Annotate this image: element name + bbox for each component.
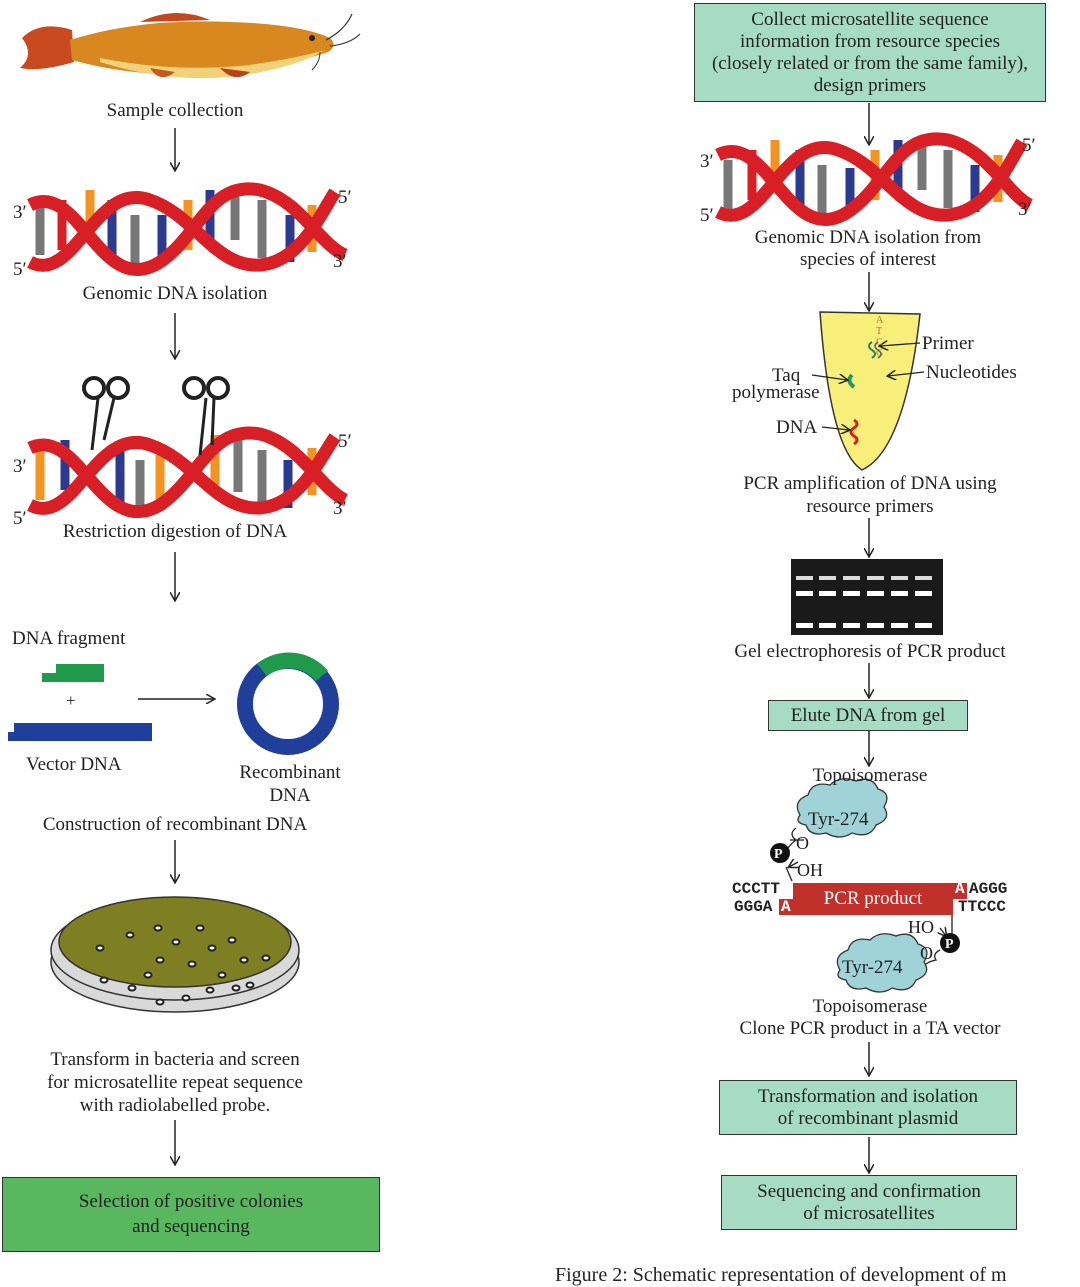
nucleotides-label: Nucleotides	[926, 362, 1017, 383]
gel-label: Gel electrophoresis of PCR product	[734, 641, 1006, 662]
taq-label-line1: Taq	[772, 365, 801, 386]
three-prime-label: 3′	[333, 498, 347, 519]
genomic-species-label-line2: species of interest	[799, 249, 937, 270]
three-prime-label: 3′	[333, 251, 347, 272]
collect-label-line2: information from resource species	[739, 30, 1001, 52]
ho-label: HO	[908, 917, 934, 937]
overhang-a-left: A	[781, 898, 791, 916]
tyr-bottom-label: Tyr-274	[842, 957, 903, 978]
topoisomerase-bottom-label: Topoisomerase	[812, 996, 928, 1017]
three-prime-label: 3′	[13, 456, 27, 477]
elute-box: Elute DNA from gel	[768, 700, 968, 731]
catfish-image	[20, 12, 361, 79]
transformation-label-line1: Transformation and isolation	[758, 1085, 978, 1107]
oxygen-top-label: O	[796, 833, 809, 853]
five-prime-label: 5′	[700, 205, 714, 226]
nucleotide-letter: G	[876, 348, 884, 359]
recombinant-label-line1: Recombinant	[239, 762, 341, 783]
five-prime-label: 5′	[338, 187, 352, 208]
nucleotide-letter: C	[876, 337, 883, 348]
topoisomerase-bottom-cloud	[836, 915, 960, 993]
genomic-species-label-line1: Genomic DNA isolation from	[754, 227, 982, 248]
transform-label-line1: Transform in bacteria and screen	[50, 1049, 300, 1070]
taq-label-line2: polymerase	[732, 382, 820, 403]
selection-box: Selection of positive colonies and seque…	[2, 1177, 380, 1252]
sequence-left-bottom: GGGA	[734, 898, 773, 916]
collect-label-line1: Collect microsatellite sequence	[751, 8, 989, 30]
pcr-product-bar	[779, 883, 967, 915]
sequence-right-top: AGGG	[969, 880, 1008, 898]
primer-label: Primer	[922, 333, 974, 354]
gel-electrophoresis-image	[791, 559, 943, 635]
vector-dna-graphic	[8, 723, 152, 741]
collect-label-line4: design primers	[813, 74, 927, 96]
pcr-tube-graphic	[811, 311, 925, 471]
sequencing-label-line2: of microsatellites	[803, 1202, 935, 1224]
recombinant-label-line2: DNA	[269, 785, 311, 806]
pcr-product-label: PCR product	[823, 888, 923, 909]
nucleotide-letter: A	[876, 315, 884, 326]
nucleotide-letter: T	[876, 326, 883, 337]
dna-helix-genomic	[27, 182, 348, 276]
oxygen-bottom-label: O	[920, 943, 933, 963]
restriction-digestion-label: Restriction digestion of DNA	[62, 521, 288, 542]
dna-helix-restriction	[27, 426, 349, 519]
dna-fragment-label: DNA fragment	[12, 628, 126, 649]
sequence-right-bottom: TTCCC	[958, 898, 1007, 916]
sequence-left-top: CCCTT	[732, 880, 781, 898]
three-prime-label: 3′	[13, 202, 27, 223]
vector-dna-label: Vector DNA	[26, 754, 122, 775]
five-prime-label: 5′	[338, 431, 352, 452]
plus-sign: +	[66, 691, 76, 710]
construction-label: Construction of recombinant DNA	[42, 814, 308, 835]
selection-label-line1: Selection of positive colonies	[78, 1191, 304, 1212]
dna-helix-species	[715, 132, 1034, 226]
five-prime-label: 5′	[13, 259, 27, 280]
sequencing-label-line1: Sequencing and confirmation	[757, 1180, 981, 1202]
sample-collection-label: Sample collection	[106, 100, 244, 121]
scissors-icon	[82, 376, 130, 451]
scissors-icon	[182, 376, 230, 456]
collect-label-line3: (closely related or from the same family…	[711, 52, 1028, 74]
clone-label: Clone PCR product in a TA vector	[739, 1018, 1001, 1039]
sequencing-box: Sequencing and confirmation of microsate…	[721, 1175, 1017, 1230]
overhang-a-right: A	[955, 880, 965, 898]
pcr-label-line2: resource primers	[806, 496, 934, 517]
genomic-dna-label: Genomic DNA isolation	[82, 283, 268, 304]
phosphate-bottom-label: P	[945, 937, 954, 952]
phosphate-top-label: P	[774, 847, 783, 862]
figure-caption: Figure 2: Schematic representation of de…	[555, 1264, 1007, 1286]
dna-label: DNA	[776, 417, 818, 438]
transform-label-line2: for microsatellite repeat sequence	[47, 1072, 303, 1093]
dna-fragment-graphic	[42, 664, 104, 682]
transformation-box: Transformation and isolation of recombin…	[719, 1080, 1017, 1135]
transform-label-line3: with radiolabelled probe.	[79, 1095, 271, 1116]
five-prime-label: 5′	[13, 508, 27, 529]
topoisomerase-top-label: Topoisomerase	[812, 765, 928, 786]
pcr-label-line1: PCR amplification of DNA using	[743, 473, 997, 494]
transformation-label-line2: of recombinant plasmid	[777, 1107, 959, 1129]
tyr-top-label: Tyr-274	[808, 809, 869, 830]
collect-sequence-box: Collect microsatellite sequence informat…	[694, 3, 1046, 102]
topoisomerase-top-cloud	[770, 778, 888, 882]
petri-dish-graphic	[50, 896, 300, 1013]
three-prime-label: 3′	[700, 151, 714, 172]
elute-label: Elute DNA from gel	[790, 704, 946, 726]
five-prime-label: 5′	[1022, 135, 1036, 156]
recombinant-plasmid-ring	[237, 652, 339, 755]
selection-label-line2: and sequencing	[132, 1216, 250, 1237]
oh-label: OH	[797, 860, 823, 880]
left-flow-arrows	[138, 128, 214, 1164]
three-prime-label: 3′	[1018, 199, 1032, 220]
